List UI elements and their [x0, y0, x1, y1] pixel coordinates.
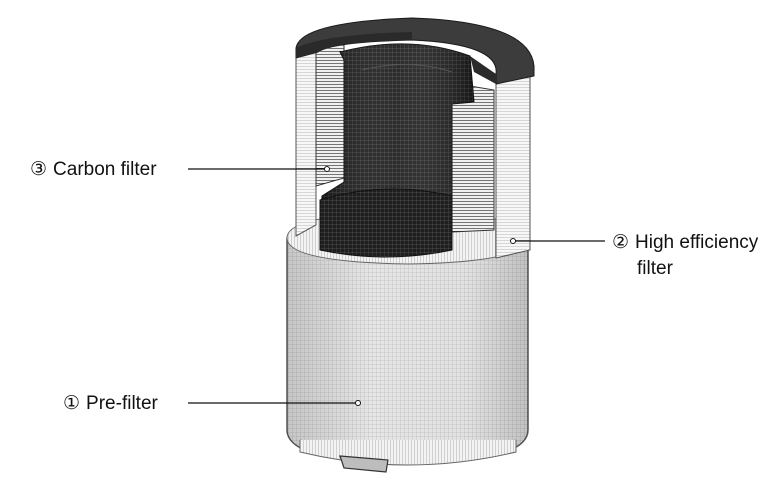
pull-tab — [339, 455, 389, 473]
label-high-efficiency-line1: High efficiency — [635, 232, 759, 253]
label-carbon-number: ③ — [30, 159, 48, 180]
leader-lines — [188, 166, 605, 406]
leader-carbon-dot — [324, 166, 330, 172]
high-efficiency-filter — [295, 39, 531, 259]
label-pre-number: ① — [63, 393, 81, 414]
leader-high-efficiency-dot — [510, 238, 516, 244]
label-pre-text: Pre-filter — [86, 393, 158, 414]
top-cap — [295, 17, 535, 85]
label-high-efficiency-number: ② — [612, 232, 630, 253]
carbon-filter-core — [319, 43, 475, 258]
leader-pre-dot — [355, 400, 361, 406]
label-carbon-text: Carbon filter — [53, 159, 157, 180]
label-high-efficiency-line2: filter — [637, 258, 673, 279]
